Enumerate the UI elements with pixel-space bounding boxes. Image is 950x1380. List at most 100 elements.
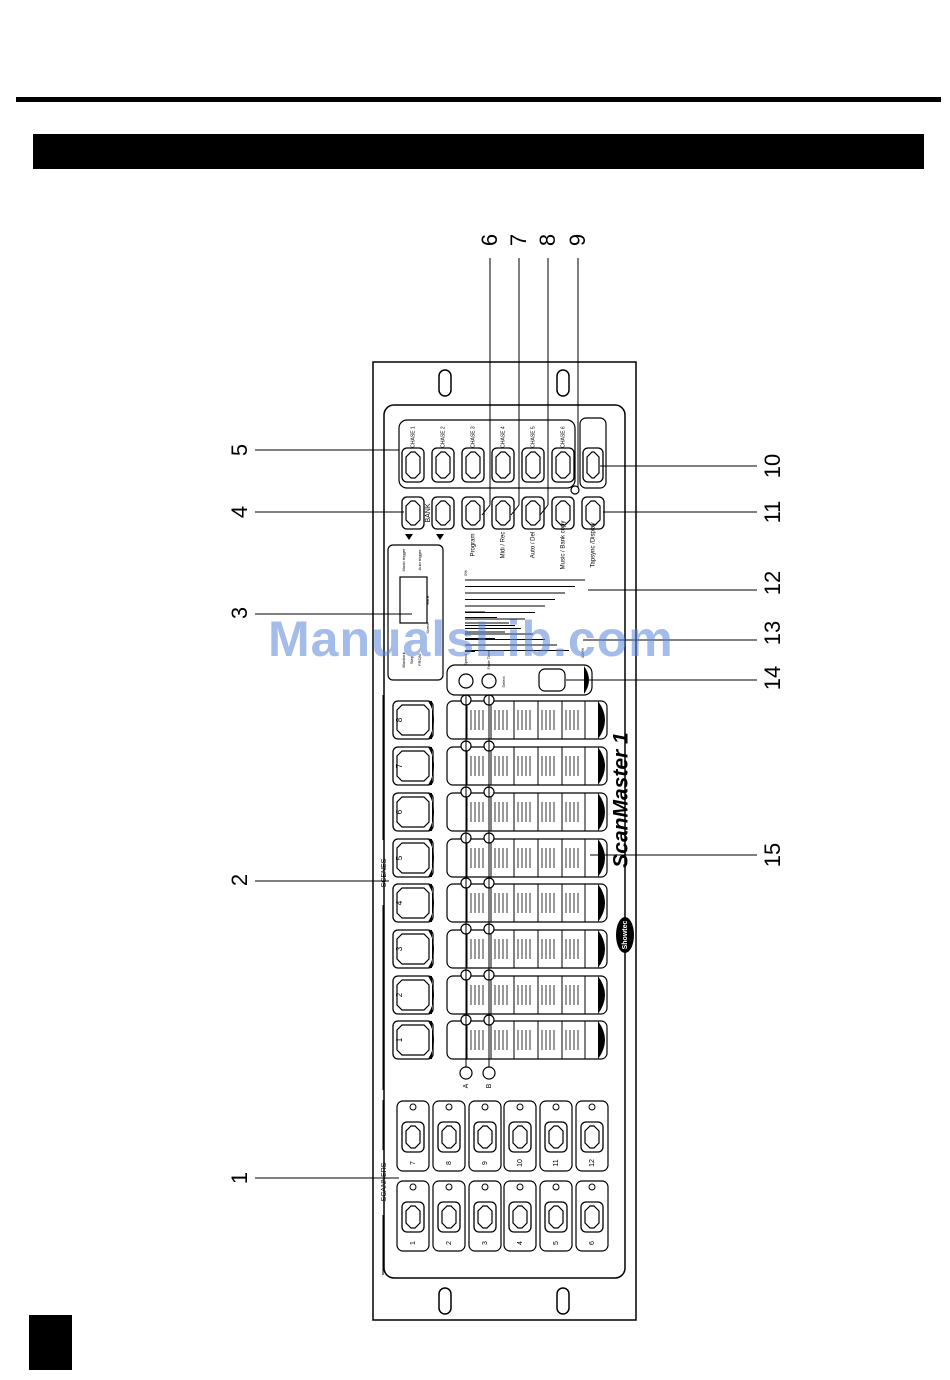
- scene-rows: [392, 694, 608, 1060]
- auto-del-button[interactable]: [521, 496, 545, 530]
- callout-7: 7: [506, 233, 531, 247]
- scanner-button-4[interactable]: [508, 1201, 532, 1233]
- channel-fader-5[interactable]: [446, 838, 608, 878]
- scanner-button-8[interactable]: [437, 1121, 461, 1153]
- chase-button-6[interactable]: [551, 447, 575, 483]
- scanner-button-10[interactable]: [508, 1121, 532, 1153]
- bank-buttons: [401, 496, 455, 540]
- page-corner-block: [29, 1315, 72, 1370]
- scanner-12-cell[interactable]: [575, 1100, 609, 1172]
- bank-up-button[interactable]: [401, 496, 425, 530]
- blackout-frame: [579, 417, 607, 489]
- callout-13: 13: [760, 620, 785, 646]
- scene-button-shade: [428, 884, 434, 922]
- scanner-9-cell[interactable]: [468, 1100, 502, 1172]
- scene-number-8: 8: [395, 717, 404, 722]
- scene-number-1: 1: [395, 1037, 404, 1042]
- fader-knob[interactable]: [598, 930, 605, 968]
- fader-knob[interactable]: [598, 793, 605, 831]
- auto-del-label: Auto / Del: [531, 532, 537, 558]
- scanner-4-cell[interactable]: [503, 1180, 537, 1252]
- page-a-led: [459, 1066, 473, 1080]
- channel-fader-3[interactable]: [446, 929, 608, 969]
- channel-fader-7[interactable]: [446, 746, 608, 786]
- blackout-button[interactable]: [582, 447, 604, 483]
- chase-button-5[interactable]: [521, 447, 545, 483]
- scanner-button-5[interactable]: [544, 1201, 568, 1233]
- fader-knob[interactable]: [598, 747, 605, 785]
- scanner-6-cell[interactable]: [575, 1180, 609, 1252]
- scanner-5-cell[interactable]: [539, 1180, 573, 1252]
- chase-button-2[interactable]: [431, 447, 455, 483]
- callout-4: 4: [227, 505, 252, 519]
- scanner-button-6[interactable]: [580, 1201, 604, 1233]
- callout-1: 1: [227, 1171, 252, 1185]
- chase-button-1[interactable]: [401, 447, 425, 483]
- fader-knob[interactable]: [598, 976, 605, 1014]
- scene-button-shade: [428, 930, 434, 968]
- scanner-7-cell[interactable]: [396, 1100, 430, 1172]
- scanner-number-11: 11: [553, 1159, 560, 1166]
- scanner-button-2[interactable]: [437, 1201, 461, 1233]
- bank-down-button[interactable]: [431, 496, 455, 530]
- scanner-3-cell[interactable]: [468, 1180, 502, 1252]
- callout-14: 14: [760, 665, 785, 691]
- midi-rec-button[interactable]: [491, 496, 515, 530]
- lcd-display: [399, 576, 428, 624]
- callout-6: 6: [477, 233, 502, 247]
- scanner-button-1[interactable]: [401, 1201, 425, 1233]
- scanner-2-cell[interactable]: [432, 1180, 466, 1252]
- scene-number-4: 4: [395, 900, 404, 905]
- fader-knob[interactable]: [598, 701, 605, 739]
- scanner-10-cell[interactable]: [503, 1100, 537, 1172]
- fader-scale-ticks: [465, 579, 585, 652]
- chase-button-4[interactable]: [491, 447, 515, 483]
- fade-knob: [481, 673, 497, 689]
- channel-fader-6[interactable]: [446, 792, 608, 832]
- scanner-number-5: 5: [553, 1241, 560, 1245]
- fader-knob[interactable]: [598, 1021, 605, 1059]
- fader-knob[interactable]: [598, 839, 605, 877]
- channel-fader-2[interactable]: [446, 975, 608, 1015]
- scanner-button-9[interactable]: [473, 1121, 497, 1153]
- chase-buttons: [401, 447, 604, 483]
- fader-scale-bottom-label: 100%: [580, 647, 585, 658]
- scene-button-shade: [428, 793, 434, 831]
- fade-label: Fade Time: [486, 650, 491, 670]
- scene-number-7: 7: [395, 763, 404, 768]
- music-bankcopy-label: Music / Bank copy: [561, 521, 567, 570]
- scene-number-3: 3: [395, 946, 404, 951]
- display-label-bank: Bank: [425, 595, 430, 604]
- scanner-button-11[interactable]: [544, 1121, 568, 1153]
- chase-label-3: CHASE 3: [470, 426, 476, 448]
- display-label-scene: Scene: [425, 622, 430, 634]
- chase-label-4: CHASE 4: [500, 426, 506, 448]
- scanner-button-7[interactable]: [401, 1121, 425, 1153]
- scanner-number-6: 6: [589, 1241, 596, 1245]
- scanner-number-7: 7: [410, 1161, 417, 1165]
- scanner-8-cell[interactable]: [432, 1100, 466, 1172]
- scanner-number-1: 1: [410, 1241, 417, 1245]
- scanner-1-cell[interactable]: [396, 1180, 430, 1252]
- rack-panel-outline: [372, 361, 637, 1321]
- fader-knob[interactable]: [598, 884, 605, 922]
- tapsync-display-button[interactable]: [581, 496, 605, 530]
- scanner-button-3[interactable]: [473, 1201, 497, 1233]
- scanner-button-12[interactable]: [580, 1121, 604, 1153]
- scene-number-6: 6: [395, 809, 404, 814]
- scanner-number-4: 4: [517, 1241, 524, 1245]
- channel-fader-1[interactable]: [446, 1020, 608, 1060]
- music-bankcopy-button[interactable]: [551, 496, 575, 530]
- tapsync-display-label: Tapsync /Display: [591, 522, 597, 567]
- scanner-11-cell[interactable]: [539, 1100, 573, 1172]
- scanner-number-12: 12: [589, 1159, 596, 1167]
- channel-fader-8[interactable]: [446, 700, 608, 740]
- page-label-b: B: [486, 1083, 493, 1088]
- chase-button-3[interactable]: [461, 447, 485, 483]
- section-scanners-label: SCANNERS: [381, 1162, 388, 1201]
- program-button[interactable]: [461, 496, 485, 530]
- scanner-number-10: 10: [517, 1159, 524, 1167]
- channel-fader-4[interactable]: [446, 883, 608, 923]
- callout-8: 8: [535, 233, 560, 247]
